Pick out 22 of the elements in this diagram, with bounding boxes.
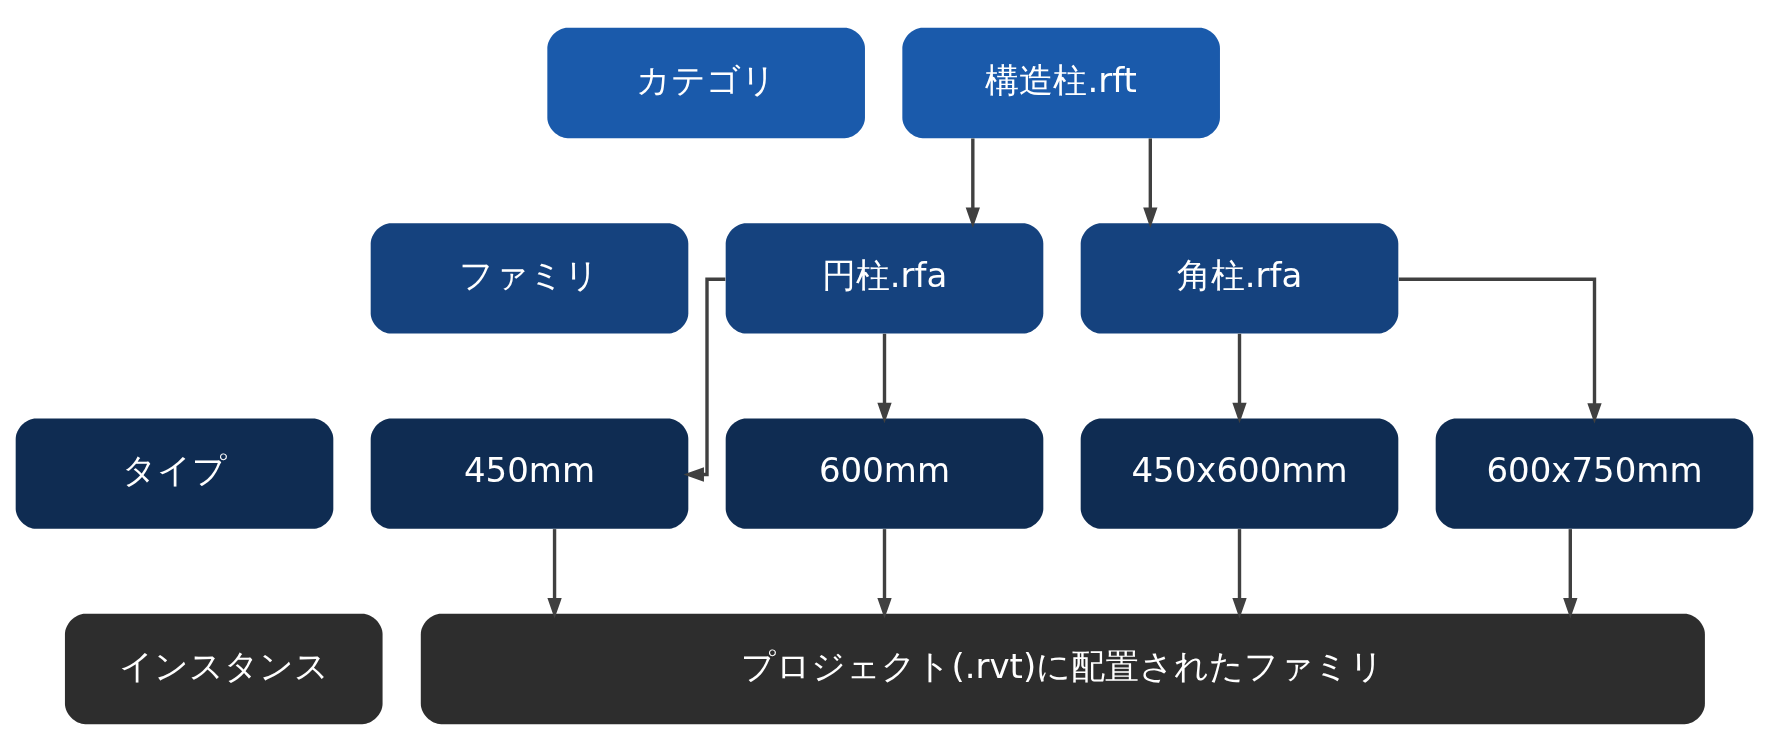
arrow — [1232, 333, 1247, 424]
node-box: 600x750mm — [1435, 418, 1754, 529]
arrow — [877, 333, 892, 424]
node-box: プロジェクト(.rvt)に配置されたファミリ — [420, 613, 1705, 725]
arrow — [1398, 277, 1602, 424]
node-box: 450mm — [370, 418, 689, 529]
node-box: 構造柱.rft — [902, 27, 1220, 139]
arrow — [1232, 529, 1247, 619]
node-box: カテゴリ — [547, 27, 865, 139]
node-box: ファミリ — [370, 223, 689, 334]
node-box: 450x600mm — [1080, 418, 1399, 529]
node-box: 円柱.rfa — [725, 223, 1044, 334]
node-box: 600mm — [725, 418, 1044, 529]
node-box: タイプ — [15, 418, 334, 529]
arrow — [877, 529, 892, 619]
arrow — [1563, 529, 1578, 619]
arrow — [683, 277, 726, 482]
arrow — [965, 138, 980, 228]
arrow — [547, 529, 562, 619]
node-box: 角柱.rfa — [1080, 223, 1399, 334]
node-box: インスタンス — [64, 613, 383, 725]
arrow — [1143, 138, 1158, 228]
